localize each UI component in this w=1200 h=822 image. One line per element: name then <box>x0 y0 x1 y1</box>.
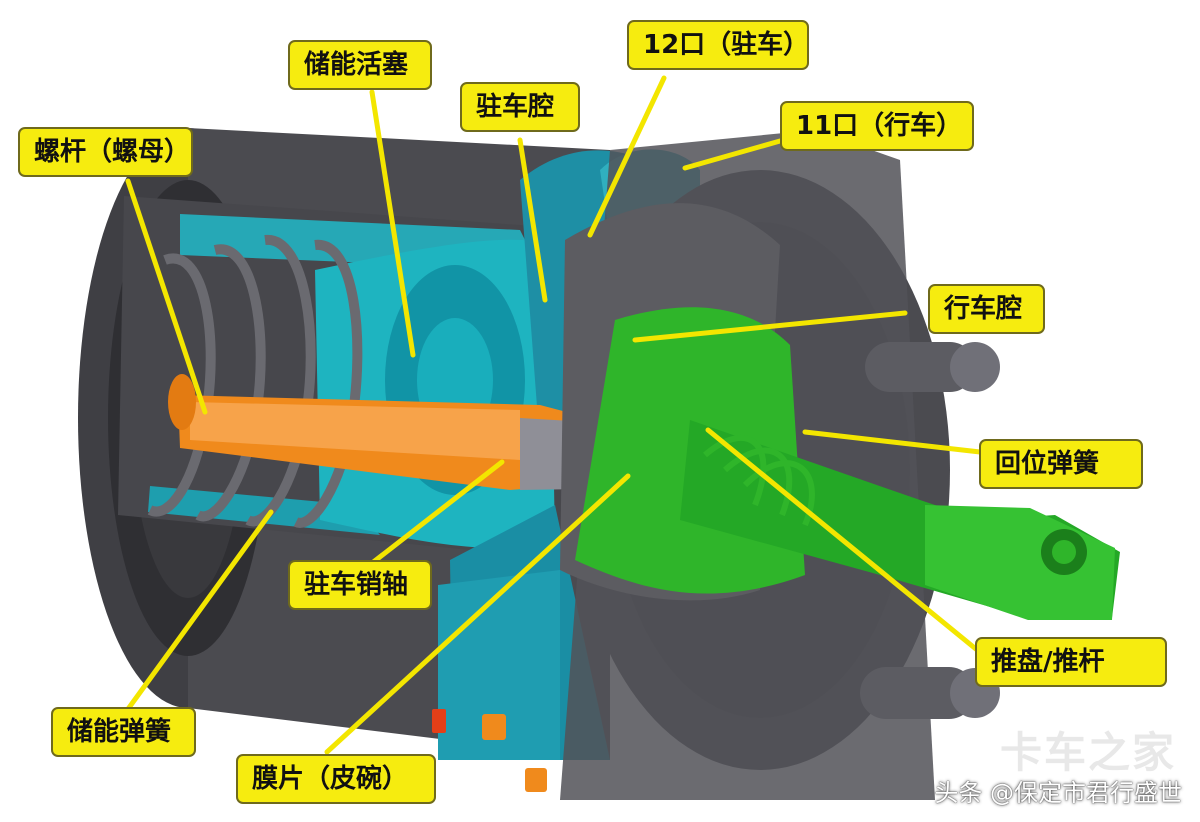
bolts <box>432 709 547 792</box>
label-parking-pin: 驻车销轴 <box>288 560 432 610</box>
label-diaphragm: 膜片（皮碗） <box>236 754 436 804</box>
label-screw-nut: 螺杆（螺母） <box>18 127 193 177</box>
label-storage-spring: 储能弹簧 <box>51 707 196 757</box>
label-service-chamber: 行车腔 <box>928 284 1045 334</box>
label-return-spring: 回位弹簧 <box>979 439 1143 489</box>
label-port-12-parking: 12口（驻车） <box>627 20 809 70</box>
label-storage-piston: 储能活塞 <box>288 40 432 90</box>
leader-lines <box>125 75 985 755</box>
label-parking-chamber: 驻车腔 <box>460 82 580 132</box>
label-port-11-service: 11口（行车） <box>780 101 974 151</box>
label-push-plate-rod: 推盘/推杆 <box>975 637 1167 687</box>
background-logo: 卡车之家 <box>999 728 1176 777</box>
watermark-text: 头条 @保定市君行盛世 <box>934 779 1182 807</box>
